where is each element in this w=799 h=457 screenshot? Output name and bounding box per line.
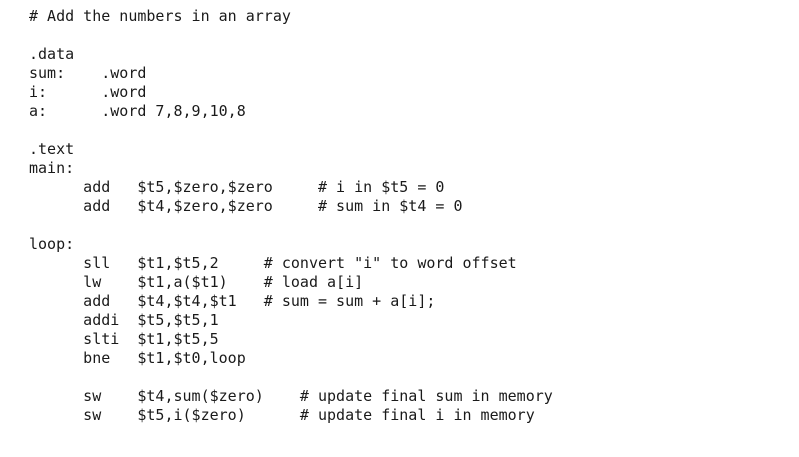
instruction-line: lw $t1,a($t1) # load a[i] [29, 273, 364, 291]
loop-label-line: loop: [29, 235, 75, 253]
blank-line [29, 216, 553, 235]
i-declaration-line: i: .word [29, 83, 147, 101]
instruction-line: bne $t1,$t0,loop [29, 349, 246, 367]
instruction-line: add $t4,$zero,$zero # sum in $t4 = 0 [29, 197, 463, 215]
sum-declaration-line: sum: .word [29, 64, 147, 82]
instruction-line: sw $t5,i($zero) # update final i in memo… [29, 406, 535, 424]
instruction-line: sw $t4,sum($zero) # update final sum in … [29, 387, 553, 405]
text-directive-line: .text [29, 140, 75, 158]
instruction-line: sll $t1,$t5,2 # convert "i" to word offs… [29, 254, 517, 272]
instruction-line: add $t4,$t4,$t1 # sum = sum + a[i]; [29, 292, 436, 310]
array-declaration-line: a: .word 7,8,9,10,8 [29, 102, 246, 120]
instruction-line: addi $t5,$t5,1 [29, 311, 219, 329]
blank-line [29, 26, 553, 45]
main-label-line: main: [29, 159, 75, 177]
blank-line [29, 121, 553, 140]
comment-title-line: # Add the numbers in an array [29, 7, 291, 25]
data-directive-line: .data [29, 45, 75, 63]
blank-line [29, 368, 553, 387]
instruction-line: slti $t1,$t5,5 [29, 330, 219, 348]
instruction-line: add $t5,$zero,$zero # i in $t5 = 0 [29, 178, 445, 196]
